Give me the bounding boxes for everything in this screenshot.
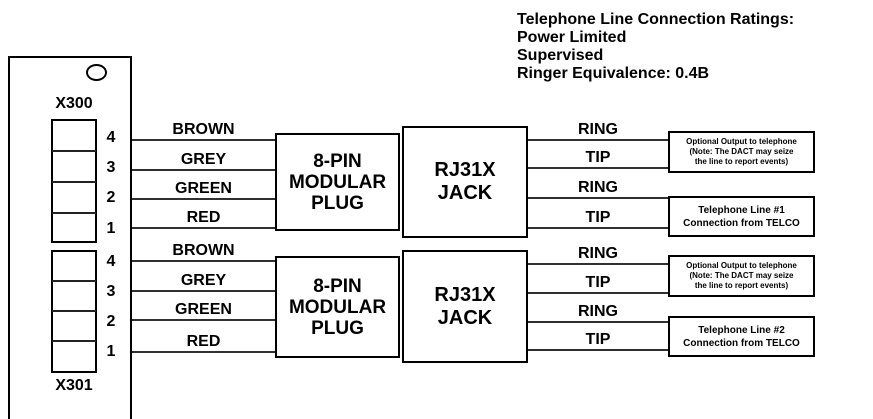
terminal-label-ring-2b: RING — [578, 303, 618, 320]
note-line: Optional Output to telephone — [686, 261, 797, 270]
terminal-label-ring-1a: RING — [578, 121, 618, 138]
rj31x-jack-2: RJ31X JACK — [402, 250, 528, 363]
wire-label-brown-2: BROWN — [172, 242, 235, 259]
note-optional-output-1: Optional Output to telephone (Note: The … — [668, 131, 815, 173]
connector-block-x300 — [51, 119, 97, 243]
jack-1-line: JACK — [437, 182, 493, 204]
terminal-label-tip-1b: TIP — [585, 209, 611, 226]
note-telephone-line-2: Telephone Line #2 Connection from TELCO — [668, 316, 815, 357]
wire-tip-1a — [528, 167, 668, 169]
wire-label-red-1: RED — [186, 209, 221, 226]
ratings-supervised: Supervised — [517, 47, 604, 64]
note-line: Telephone Line #1 — [698, 204, 785, 216]
wire-tip-2b — [528, 349, 668, 351]
connector-divider — [52, 212, 96, 214]
board-right-edge — [130, 56, 132, 419]
wire-label-green-1: GREEN — [175, 180, 232, 197]
x301-pin-2: 2 — [106, 313, 116, 330]
ratings-block: Telephone Line Connection Ratings: Power… — [517, 11, 794, 83]
terminal-label-tip-2b: TIP — [585, 331, 611, 348]
note-line: Optional Output to telephone — [686, 137, 797, 146]
connector-block-x301 — [51, 250, 97, 373]
plug-2-line: 8-PIN — [313, 275, 362, 297]
wire-ring-2a — [528, 263, 668, 265]
note-line: (Note: The DACT may seize — [689, 147, 794, 156]
connector-divider — [52, 340, 96, 342]
note-line: (Note: The DACT may seize — [689, 271, 794, 280]
wire-grey-1 — [132, 169, 275, 171]
x300-pin-3: 3 — [106, 159, 116, 176]
connector-divider — [52, 181, 96, 183]
wire-ring-1a — [528, 139, 668, 141]
note-line: Connection from TELCO — [683, 337, 800, 349]
x301-pin-1: 1 — [106, 343, 116, 360]
wire-ring-2b — [528, 321, 668, 323]
note-optional-output-2: Optional Output to telephone (Note: The … — [668, 255, 815, 297]
jack-2-line: JACK — [437, 306, 493, 329]
connector-label-x301: X301 — [55, 377, 93, 394]
note-telephone-line-1: Telephone Line #1 Connection from TELCO — [668, 196, 815, 237]
plug-1-line: PLUG — [311, 192, 364, 214]
x300-pin-4: 4 — [106, 129, 116, 146]
modular-plug-2: 8-PIN MODULAR PLUG — [275, 256, 400, 358]
wire-label-brown-1: BROWN — [172, 121, 235, 138]
plug-1-line: 8-PIN — [313, 150, 362, 172]
wire-grey-2 — [132, 290, 275, 292]
wire-red-1 — [132, 227, 275, 229]
wire-tip-1b — [528, 227, 668, 229]
note-line: the line to report events) — [694, 281, 789, 290]
terminal-label-tip-2a: TIP — [585, 274, 611, 291]
wire-brown-1 — [132, 139, 275, 141]
wire-label-red-2: RED — [186, 333, 221, 350]
plug-2-line: MODULAR — [288, 296, 387, 318]
wire-ring-1b — [528, 197, 668, 199]
x301-pin-4: 4 — [106, 253, 116, 270]
wire-label-green-2: GREEN — [175, 301, 232, 318]
note-line: Connection from TELCO — [683, 217, 800, 229]
terminal-label-ring-2a: RING — [578, 245, 618, 262]
modular-plug-1: 8-PIN MODULAR PLUG — [275, 133, 400, 231]
x300-pin-1: 1 — [106, 220, 116, 237]
x301-pin-3: 3 — [106, 283, 116, 300]
ratings-power-limited: Power Limited — [517, 29, 627, 46]
connector-divider — [52, 150, 96, 152]
jack-2-line: RJ31X — [434, 283, 496, 306]
note-line: the line to report events) — [694, 157, 789, 166]
wire-red-2 — [132, 351, 275, 353]
connector-label-x300: X300 — [55, 95, 93, 112]
plug-1-line: MODULAR — [288, 171, 387, 193]
wire-label-grey-1: GREY — [180, 151, 227, 168]
board-left-edge — [8, 56, 10, 419]
connector-divider — [52, 280, 96, 282]
wire-brown-2 — [132, 260, 275, 262]
jack-1-line: RJ31X — [434, 159, 496, 181]
wire-green-1 — [132, 198, 275, 200]
ratings-ringer-equivalence: Ringer Equivalence: 0.4B — [517, 65, 710, 82]
wire-tip-2a — [528, 292, 668, 294]
wire-green-2 — [132, 319, 275, 321]
terminal-label-tip-1a: TIP — [585, 149, 611, 166]
terminal-label-ring-1b: RING — [578, 179, 618, 196]
ratings-title: Telephone Line Connection Ratings: — [517, 11, 795, 28]
connector-divider — [52, 310, 96, 312]
plug-2-line: PLUG — [311, 317, 364, 339]
mounting-hole — [86, 64, 107, 81]
note-line: Telephone Line #2 — [698, 324, 785, 336]
wire-label-grey-2: GREY — [180, 272, 227, 289]
x300-pin-2: 2 — [106, 189, 116, 206]
rj31x-jack-1: RJ31X JACK — [402, 126, 528, 238]
board-top-edge — [8, 56, 132, 58]
